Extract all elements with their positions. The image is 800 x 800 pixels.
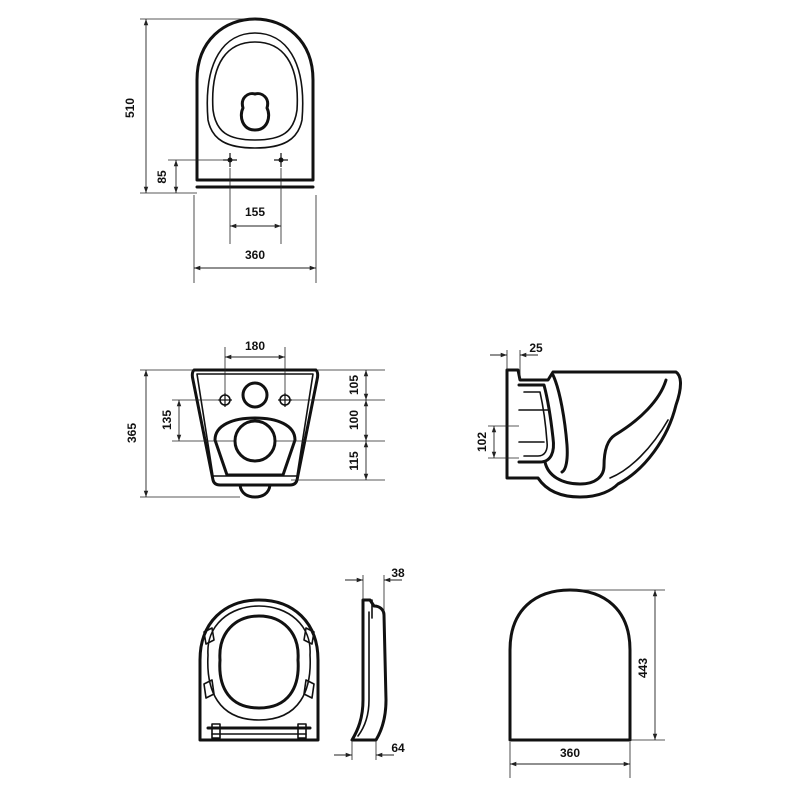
rear-view-hole-right [278, 393, 292, 407]
dim-85: 85 [155, 170, 169, 184]
seat-bumper-left-bottom [203, 679, 215, 699]
dim-510: 510 [123, 98, 137, 118]
dim-180: 180 [245, 339, 265, 353]
dim-115: 115 [347, 451, 361, 471]
top-view-rim-inner [206, 32, 304, 149]
seat-outer-outline [198, 598, 320, 742]
seat-side-view: 38 64 [334, 566, 405, 760]
dim-25: 25 [529, 341, 543, 355]
rear-view-outlet-stub [238, 483, 272, 499]
dim-360-lid: 360 [560, 746, 580, 760]
dim-38: 38 [391, 566, 405, 580]
side-view-rim-inner [551, 373, 569, 474]
dim-135: 135 [160, 410, 174, 430]
seat-bumper-left-top [203, 627, 215, 645]
dim-360-top: 360 [245, 248, 265, 262]
dim-365: 365 [125, 423, 139, 443]
dim-155: 155 [245, 205, 265, 219]
rear-view-outlet-body [213, 416, 297, 477]
seat-hinge-right [297, 723, 307, 739]
seat-bumper-right-top [303, 627, 315, 645]
dim-443: 443 [636, 658, 650, 678]
seat-lid-view: 443 360 [508, 588, 665, 778]
rear-view-outline [190, 368, 320, 487]
dim-102: 102 [475, 432, 489, 452]
side-view-trap [517, 383, 555, 464]
rear-view-inlet-pipe [241, 381, 269, 409]
seat-ring-outline [207, 605, 311, 721]
top-view: 510 85 155 360 [123, 17, 317, 283]
dim-100: 100 [347, 410, 361, 430]
top-view-outlet-shape [239, 92, 271, 132]
side-view-outline [505, 368, 682, 499]
rear-view-hole-left [218, 393, 232, 407]
side-view-trap-inner [523, 391, 548, 457]
rear-view-inner-outline [196, 373, 314, 477]
top-view-outline [195, 17, 315, 182]
seat-opening [218, 614, 300, 710]
top-view-bowl-opening [211, 41, 299, 141]
seat-hinge-left [211, 723, 221, 739]
top-view-fixing-hole-left [223, 153, 237, 167]
side-view-foot [609, 419, 669, 479]
seat-side-outline [350, 598, 388, 742]
side-view: 25 102 [475, 341, 682, 499]
lid-outline [508, 588, 632, 742]
seat-open-view [198, 598, 320, 742]
dim-64: 64 [391, 741, 405, 755]
top-view-fixing-hole-right [274, 153, 288, 167]
seat-bumper-right-bottom [303, 679, 315, 699]
seat-side-inner [357, 611, 370, 737]
rear-view: 180 365 135 105 100 115 [125, 339, 385, 499]
side-view-bowl-inner [543, 378, 668, 486]
dim-105: 105 [347, 375, 361, 395]
rear-view-outlet-pipe [233, 419, 277, 463]
